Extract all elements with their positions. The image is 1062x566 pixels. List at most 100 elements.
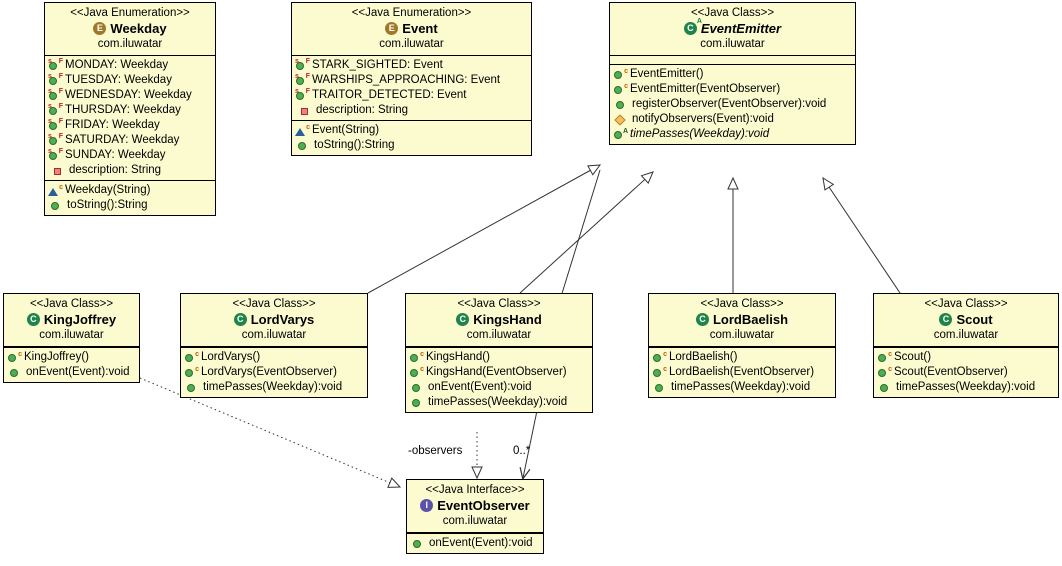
- class-icon: C: [233, 313, 247, 326]
- class-header: <<Java Class>> C KingsHand com.iluwatar: [406, 294, 592, 347]
- class-name: C KingsHand: [410, 311, 588, 328]
- class-name: C Scout: [878, 311, 1054, 328]
- package-label: com.iluwatar: [466, 329, 532, 341]
- class-name: E Weekday: [49, 20, 211, 37]
- class-box-lordbaelish[interactable]: <<Java Class>> C LordBaelish com.iluwata…: [648, 293, 836, 398]
- class-box-eventobserver[interactable]: <<Java Interface>> I EventObserver com.i…: [406, 479, 544, 554]
- field-row[interactable]: description: String: [45, 163, 215, 178]
- package-label: com.iluwatar: [241, 329, 307, 341]
- class-name: C LordBaelish: [653, 311, 831, 328]
- stereotype-label: <<Java Interface>>: [425, 484, 525, 496]
- stereotype-label: <<Java Class>>: [924, 298, 1008, 310]
- method-row[interactable]: toString():String: [45, 198, 215, 213]
- class-icon: C: [26, 313, 40, 326]
- public-method-icon: [615, 98, 629, 111]
- method-row[interactable]: onEvent(Event):void: [406, 380, 592, 395]
- stereotype-label: <<Java Class>>: [690, 7, 775, 19]
- class-header: <<Java Enumeration>> E Weekday com.iluwa…: [45, 3, 215, 56]
- method-row[interactable]: registerObserver(EventObserver):void: [610, 97, 855, 112]
- class-box-weekday[interactable]: <<Java Enumeration>> E Weekday com.iluwa…: [44, 2, 216, 216]
- method-row[interactable]: onEvent(Event):void: [4, 365, 139, 380]
- generalization-lordvarys-eventemitter: [367, 164, 602, 294]
- generalization-kingshand-eventemitter: [519, 171, 654, 294]
- enum-icon: E: [93, 22, 107, 35]
- method-row[interactable]: timePasses(Weekday):void: [874, 380, 1058, 395]
- public-method-icon: [411, 381, 425, 394]
- public-method-icon: [654, 381, 668, 394]
- package-label: com.iluwatar: [709, 329, 775, 341]
- public-method-icon: [297, 139, 311, 152]
- method-row[interactable]: notifyObservers(Event):void: [610, 112, 855, 127]
- class-header: <<Java Interface>> I EventObserver com.i…: [407, 480, 543, 533]
- protected-method-icon: [614, 113, 629, 126]
- interface-icon: I: [420, 499, 434, 512]
- public-constructor-icon: c: [877, 351, 892, 364]
- package-label: com.iluwatar: [700, 38, 765, 50]
- package-label: com.iluwatar: [97, 38, 163, 50]
- class-box-kingjoffrey[interactable]: <<Java Class>> C KingJoffrey com.iluwata…: [3, 293, 140, 383]
- class-header: <<Java Class>> C LordVarys com.iluwatar: [181, 294, 367, 347]
- method-row[interactable]: timePasses(Weekday):void: [649, 380, 835, 395]
- public-method-icon: [412, 537, 426, 550]
- stereotype-label: <<Java Class>>: [29, 298, 114, 310]
- field-row[interactable]: description: String: [292, 103, 531, 118]
- public-constructor-icon: c: [652, 351, 667, 364]
- method-row[interactable]: timePasses(Weekday):void: [181, 380, 367, 395]
- fields-compartment: [610, 56, 855, 64]
- stereotype-label: <<Java Class>>: [232, 298, 316, 310]
- method-row[interactable]: timePasses(Weekday):void: [406, 395, 592, 410]
- class-icon: C: [695, 313, 709, 326]
- class-name: I EventObserver: [411, 497, 539, 514]
- public-constructor-icon: c: [613, 83, 628, 96]
- public-constructor-icon: c: [184, 366, 199, 379]
- stereotype-label: <<Java Class>>: [457, 298, 541, 310]
- enum-icon: E: [385, 22, 399, 35]
- method-row[interactable]: toString():String: [292, 138, 531, 153]
- class-icon: C: [456, 313, 470, 326]
- abstract-method-icon: A: [613, 128, 628, 141]
- class-box-event[interactable]: <<Java Enumeration>> E Event com.iluwata…: [291, 2, 532, 156]
- package-label: com.iluwatar: [379, 38, 444, 50]
- class-icon: C: [939, 313, 953, 326]
- class-box-lordvarys[interactable]: <<Java Class>> C LordVarys com.iluwatar …: [180, 293, 368, 398]
- methods-compartment: onEvent(Event):void: [407, 533, 543, 553]
- class-box-kingshand[interactable]: <<Java Class>> C KingsHand com.iluwatar …: [405, 293, 593, 413]
- method-row[interactable]: onEvent(Event):void: [407, 536, 543, 551]
- association-role-label: -observers: [408, 445, 463, 457]
